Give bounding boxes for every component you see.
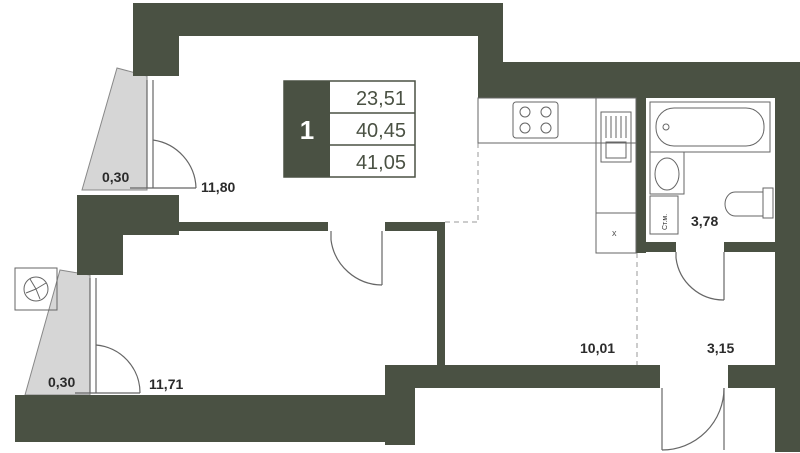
balcony-top-area: 0,30: [102, 169, 129, 185]
toilet-tag: Ст.м.: [662, 214, 669, 230]
ac-fan-icon: [14, 267, 58, 311]
room-top-area: 11,80: [201, 179, 235, 195]
walls: [15, 3, 800, 452]
total-with-balcony: 41,05: [356, 152, 406, 174]
interior-walls: [123, 98, 775, 365]
balcony-doors: [75, 80, 197, 394]
total-area: 40,45: [356, 120, 406, 142]
bathroom-area: 3,78: [691, 213, 718, 229]
room-bottom-area: 11,71: [149, 376, 183, 392]
apartment-info-box: 1 23,51 40,45 41,05: [283, 80, 416, 178]
washbasin-icon: [649, 151, 685, 195]
bathtub-icon: [649, 101, 771, 153]
room-count: 1: [300, 115, 314, 145]
toilet-icon: [724, 187, 774, 219]
stove-icon: [512, 101, 559, 139]
kitchen-counter: [477, 97, 637, 254]
appliance-mark: x: [612, 228, 617, 238]
living-area: 23,51: [356, 88, 406, 110]
kitchen-area: 10,01: [580, 340, 615, 356]
hall-area: 3,15: [707, 340, 734, 356]
balcony-bottom-area: 0,30: [48, 374, 75, 390]
sink-icon: [600, 111, 632, 163]
washing-machine-icon: [649, 195, 679, 235]
room-doors: [330, 231, 725, 451]
